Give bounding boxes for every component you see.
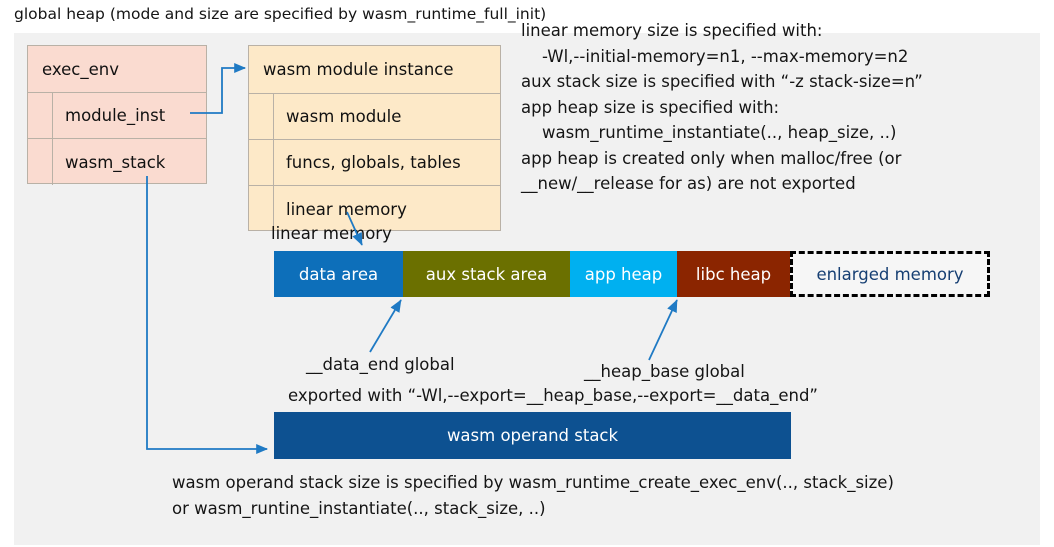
exec-env-row-module-inst: module_inst — [28, 93, 206, 139]
memory-segment-data-area[interactable]: data area — [274, 251, 403, 297]
indent-column — [249, 186, 274, 232]
module-instance-row-label: funcs, globals, tables — [286, 153, 461, 172]
module-instance-header: wasm module instance — [249, 46, 500, 94]
wasm-module-instance-box: wasm module instance wasm module funcs, … — [248, 45, 501, 232]
module-instance-row-wasm-module: wasm module — [249, 94, 500, 140]
memory-segment-libc-heap[interactable]: libc heap — [677, 251, 790, 297]
indent-column — [28, 93, 53, 138]
exec-env-row-label: module_inst — [65, 106, 166, 125]
page-title: global heap (mode and size are specified… — [14, 5, 547, 23]
memory-segment-app-heap[interactable]: app heap — [570, 251, 677, 297]
exec-env-row-label: wasm_stack — [65, 152, 166, 172]
linear-memory-caption: linear memory — [271, 224, 392, 243]
linear-memory-bar: data area aux stack area app heap libc h… — [274, 251, 990, 297]
memory-config-notes: linear memory size is specified with: -W… — [521, 21, 923, 193]
operand-stack-notes: wasm operand stack size is specified by … — [172, 473, 894, 518]
exec-env-box: exec_env module_inst wasm_stack — [27, 45, 207, 185]
annotation-exported-with: exported with “-Wl,--export=__heap_base,… — [288, 386, 818, 405]
exec-env-header: exec_env — [28, 46, 206, 93]
indent-column — [249, 94, 274, 139]
annotation-data-end-global: __data_end global — [306, 355, 455, 374]
memory-segment-aux-stack-area[interactable]: aux stack area — [403, 251, 570, 297]
module-instance-row-funcs-globals-tables: funcs, globals, tables — [249, 140, 500, 186]
module-instance-row-label: wasm module — [286, 107, 402, 126]
memory-segment-enlarged-memory[interactable]: enlarged memory — [790, 251, 990, 297]
indent-column — [28, 139, 53, 185]
annotation-heap-base-global: __heap_base global — [584, 362, 745, 381]
exec-env-row-wasm-stack: wasm_stack — [28, 139, 206, 185]
indent-column — [249, 140, 274, 185]
module-instance-row-linear-memory: linear memory — [249, 186, 500, 232]
module-instance-row-label: linear memory — [286, 199, 407, 219]
wasm-operand-stack-bar[interactable]: wasm operand stack — [274, 412, 791, 459]
